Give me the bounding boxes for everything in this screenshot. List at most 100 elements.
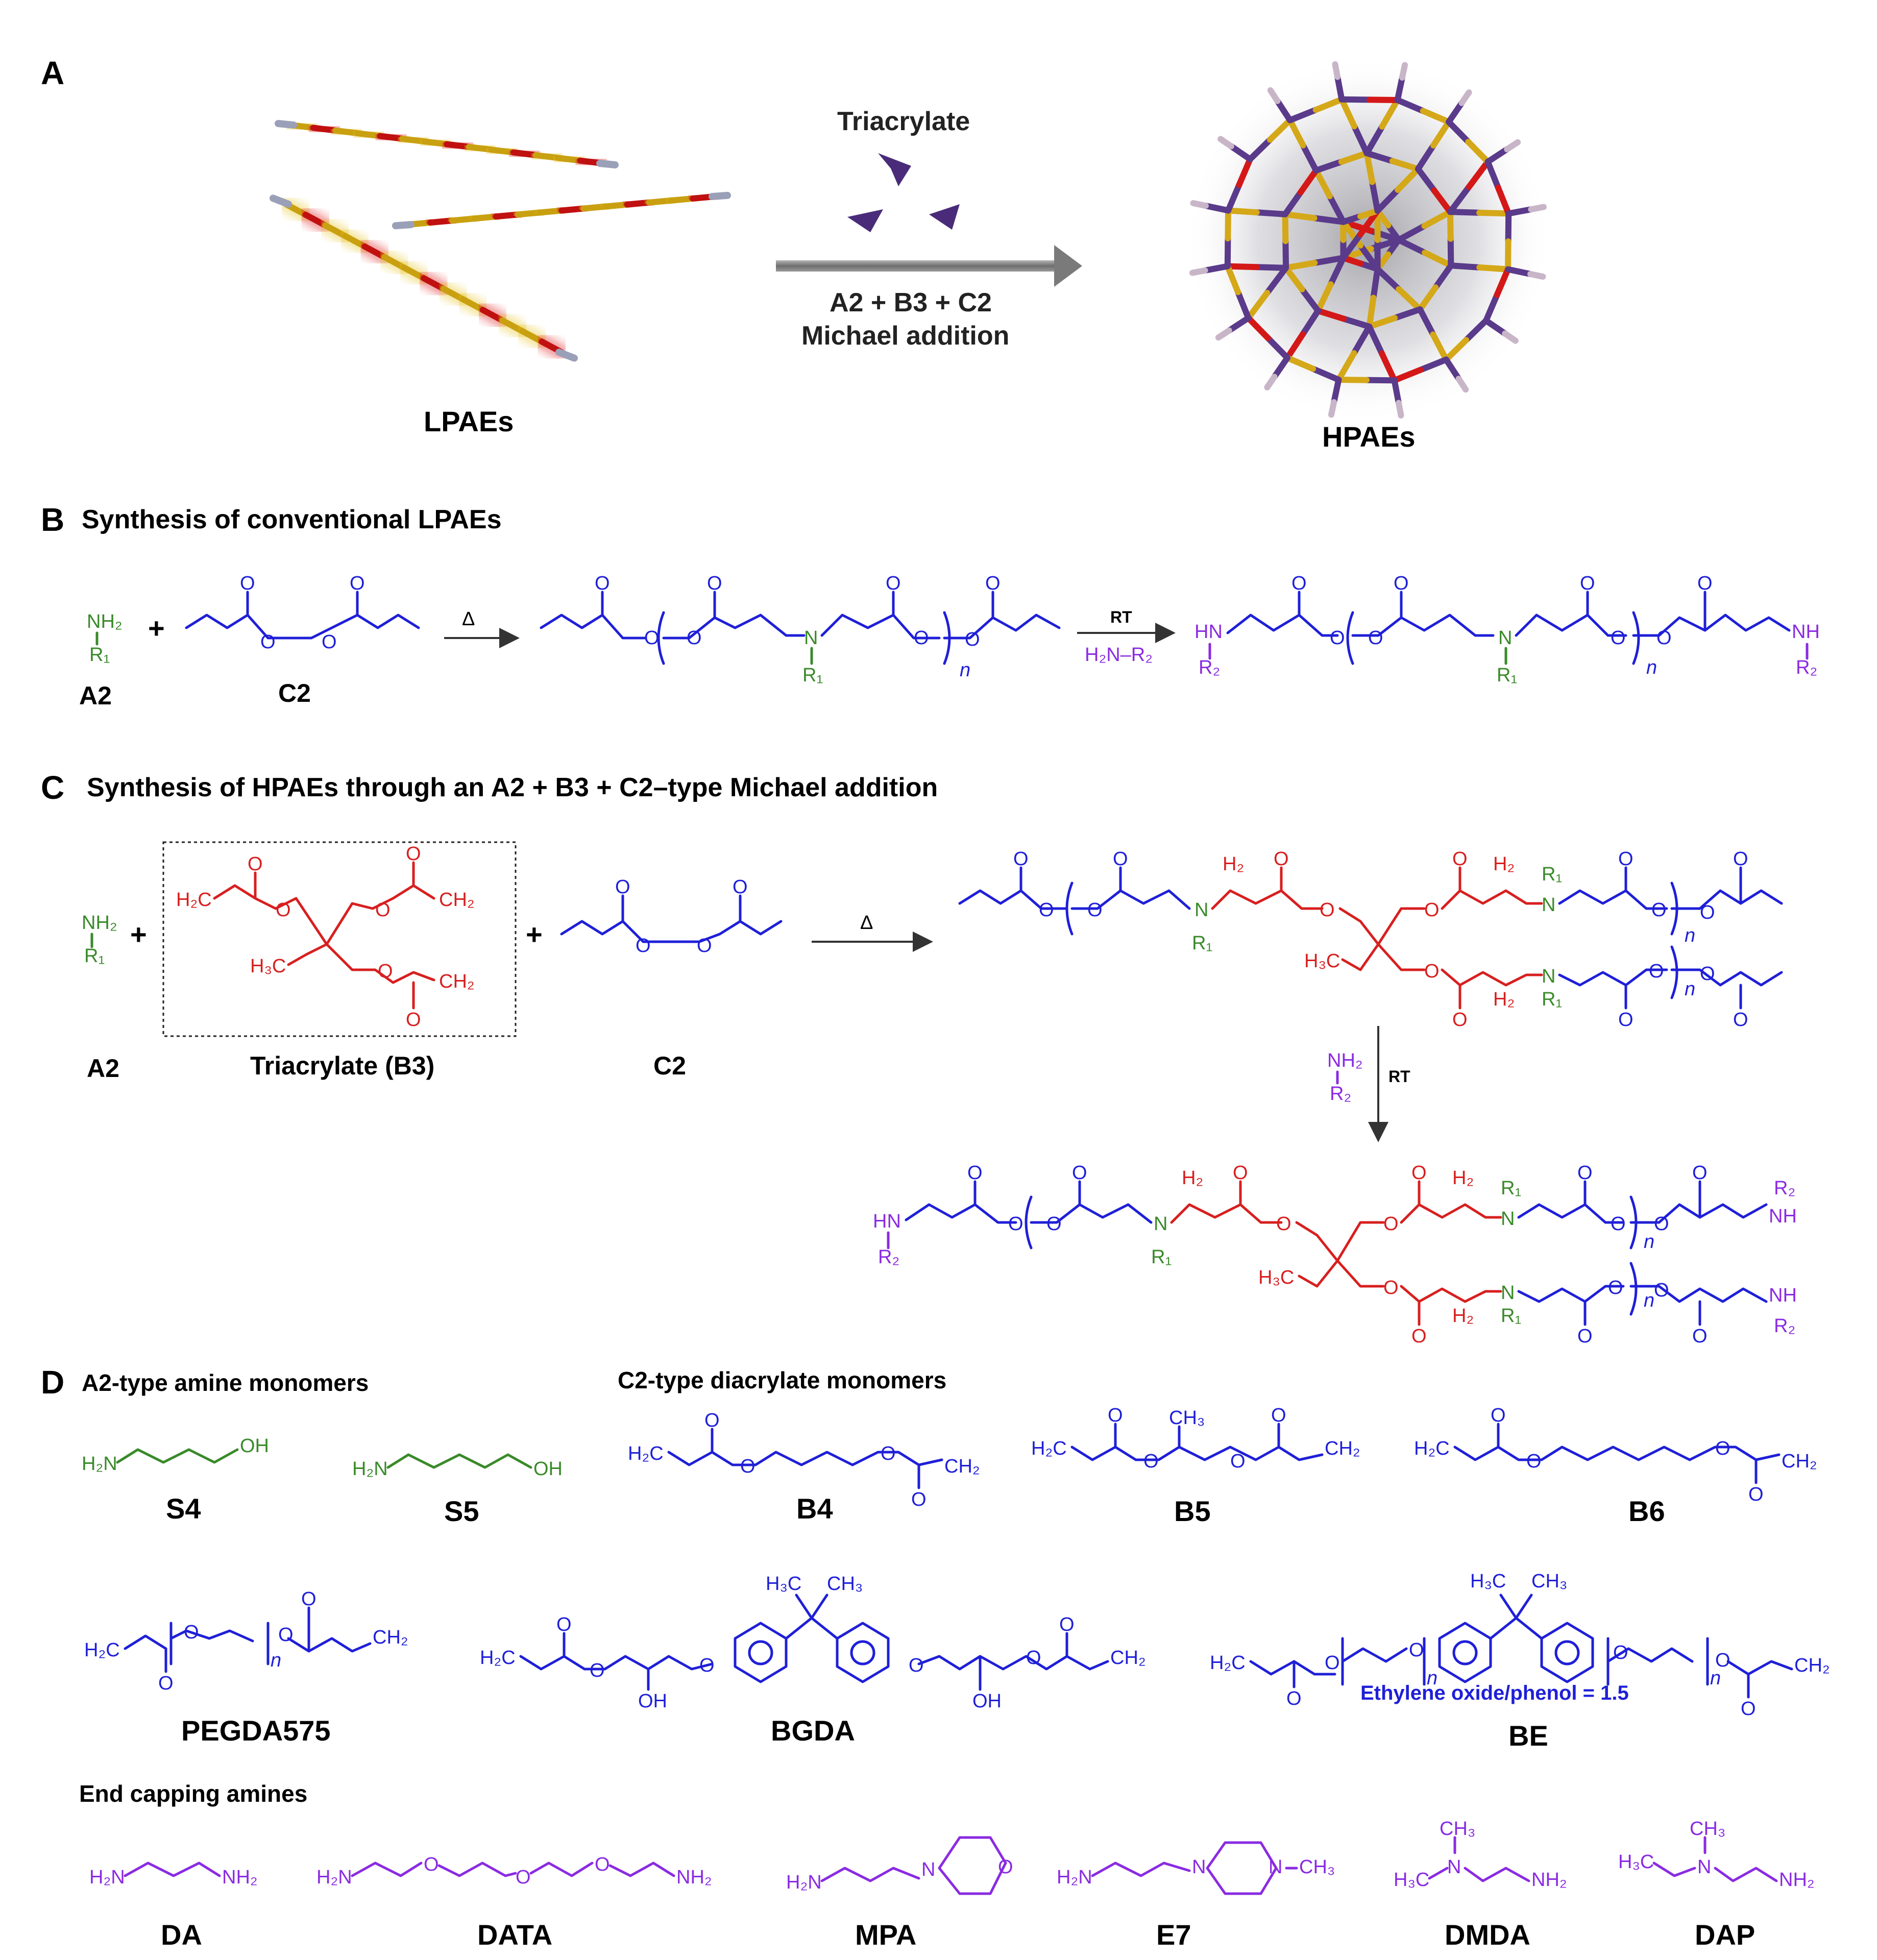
monomer-be-label: BE: [1508, 1720, 1548, 1752]
svg-text:R₂: R₂: [1774, 1178, 1795, 1199]
monomer-b6: H₂C O O O O CH₂: [1414, 1405, 1817, 1505]
panel-c-branched-product: O O O O N R₁ H₂ O O H₃C O O H₂ N R₁ O O …: [958, 848, 1783, 1031]
svg-text:Δ: Δ: [462, 608, 475, 630]
svg-text:R₂: R₂: [878, 1246, 899, 1268]
svg-text:O: O: [881, 1443, 896, 1464]
svg-text:O: O: [1618, 1009, 1634, 1031]
svg-text:N: N: [1154, 1213, 1167, 1235]
svg-text:O: O: [1580, 573, 1595, 594]
svg-text:O: O: [406, 1009, 421, 1031]
svg-text:O: O: [697, 935, 712, 957]
svg-text:O: O: [1059, 1614, 1075, 1635]
svg-text:n: n: [1644, 1231, 1654, 1253]
svg-text:H₂C: H₂C: [1414, 1438, 1450, 1459]
svg-text:H₃C: H₃C: [1304, 950, 1340, 972]
plus-sign: +: [526, 918, 543, 950]
panel-c-triacrylate-structure: H₂C O O O O CH₂ H₃C O O CH₂: [176, 843, 475, 1031]
panel-c-letter: C: [41, 769, 64, 806]
svg-text:O: O: [1577, 1326, 1593, 1347]
svg-text:O: O: [1072, 1162, 1087, 1184]
be-ratio-note: Ethylene oxide/phenol = 1.5: [1360, 1682, 1629, 1704]
end-capping-title: End capping amines: [79, 1780, 307, 1807]
triacrylate-box: [162, 841, 517, 1037]
svg-text:O: O: [1039, 899, 1054, 921]
svg-text:CH₂: CH₂: [439, 971, 475, 992]
svg-text:H₂N–R₂: H₂N–R₂: [1085, 644, 1153, 666]
svg-text:R₂: R₂: [1796, 657, 1817, 678]
svg-text:O: O: [1394, 573, 1409, 594]
svg-text:N: N: [921, 1859, 935, 1880]
svg-text:H₂: H₂: [1493, 853, 1515, 875]
svg-text:n: n: [1685, 925, 1695, 946]
monomer-s4-label: S4: [166, 1492, 201, 1525]
plus-sign: +: [148, 612, 165, 644]
svg-text:O: O: [1233, 1162, 1248, 1184]
svg-text:n: n: [1710, 1668, 1721, 1689]
reaction-arrow-shaft: [776, 260, 1062, 272]
panel-b-lpae-product: O O O O N R₁ O O n O O: [540, 573, 1061, 686]
svg-text:O: O: [909, 1655, 924, 1676]
svg-text:O: O: [1697, 573, 1713, 594]
monomer-bgda: H₂C O O OH O H₃C CH₃ O OH O O CH₂: [480, 1573, 1146, 1712]
monomer-b4: H₂C O O O O CH₂: [628, 1410, 980, 1510]
svg-text:Δ: Δ: [860, 912, 873, 934]
panel-b-a2-label: A2: [79, 681, 112, 710]
svg-text:O: O: [740, 1456, 755, 1477]
svg-text:O: O: [1700, 902, 1715, 923]
svg-text:O: O: [1611, 1213, 1626, 1235]
svg-text:O: O: [516, 1867, 531, 1888]
svg-text:N: N: [1269, 1856, 1282, 1878]
svg-text:NH₂: NH₂: [87, 611, 123, 632]
svg-text:CH₃: CH₃: [1299, 1856, 1335, 1878]
svg-text:O: O: [1424, 899, 1440, 921]
svg-text:NH: NH: [1769, 1285, 1797, 1306]
svg-text:O: O: [1577, 1162, 1593, 1184]
svg-text:H₂: H₂: [1452, 1305, 1474, 1327]
svg-text:NH₂: NH₂: [82, 912, 117, 934]
svg-text:CH₂: CH₂: [944, 1456, 980, 1477]
svg-text:O: O: [1654, 1280, 1669, 1301]
monomer-be: H₂C O O O n H₃C CH₃ O n O O CH₂: [1210, 1571, 1830, 1720]
amine-da: H₂N NH₂: [89, 1861, 258, 1888]
svg-text:H₃C: H₃C: [1618, 1851, 1654, 1873]
svg-text:NH₂: NH₂: [1531, 1869, 1567, 1891]
svg-text:n: n: [1427, 1668, 1437, 1689]
svg-text:O: O: [424, 1854, 439, 1875]
svg-text:O: O: [1654, 1213, 1669, 1235]
svg-text:OH: OH: [972, 1690, 1002, 1712]
svg-text:N: N: [1501, 1282, 1515, 1304]
svg-text:H₃C: H₃C: [766, 1573, 801, 1595]
svg-text:O: O: [1013, 848, 1029, 870]
svg-text:O: O: [1700, 963, 1715, 985]
svg-text:O: O: [595, 1854, 610, 1875]
svg-text:O: O: [707, 573, 722, 594]
svg-text:O: O: [1026, 1647, 1041, 1669]
panel-b-c2-structure: O O O O: [185, 573, 420, 653]
svg-text:N: N: [1498, 627, 1512, 649]
hpae-glow: [1184, 56, 1552, 424]
svg-text:H₂C: H₂C: [1031, 1438, 1067, 1459]
triacrylate-glyphs: [847, 153, 960, 232]
lpae-chain: [270, 194, 578, 362]
triacrylate-label: Triacrylate: [837, 107, 970, 136]
svg-text:N: N: [1542, 966, 1555, 987]
svg-text:O: O: [1656, 627, 1672, 649]
svg-text:H₃C: H₃C: [250, 955, 286, 977]
svg-text:O: O: [965, 629, 980, 650]
svg-text:OH: OH: [638, 1690, 667, 1712]
panel-c-heat-arrow: Δ: [812, 912, 933, 952]
svg-text:H₃C: H₃C: [1258, 1267, 1294, 1288]
svg-text:O: O: [1733, 1009, 1748, 1031]
svg-text:O: O: [699, 1655, 715, 1676]
svg-text:O: O: [1611, 627, 1626, 649]
svg-text:N: N: [1542, 894, 1555, 916]
svg-text:N: N: [804, 627, 818, 649]
svg-text:HN: HN: [1195, 621, 1223, 643]
panel-b-title: Synthesis of conventional LPAEs: [82, 505, 502, 534]
svg-text:H₂C: H₂C: [84, 1639, 120, 1661]
svg-text:CH₂: CH₂: [439, 889, 475, 911]
svg-text:O: O: [378, 961, 393, 982]
svg-text:CH₃: CH₃: [1690, 1818, 1725, 1840]
svg-text:R₁: R₁: [84, 945, 105, 967]
svg-text:H₂: H₂: [1452, 1167, 1474, 1189]
